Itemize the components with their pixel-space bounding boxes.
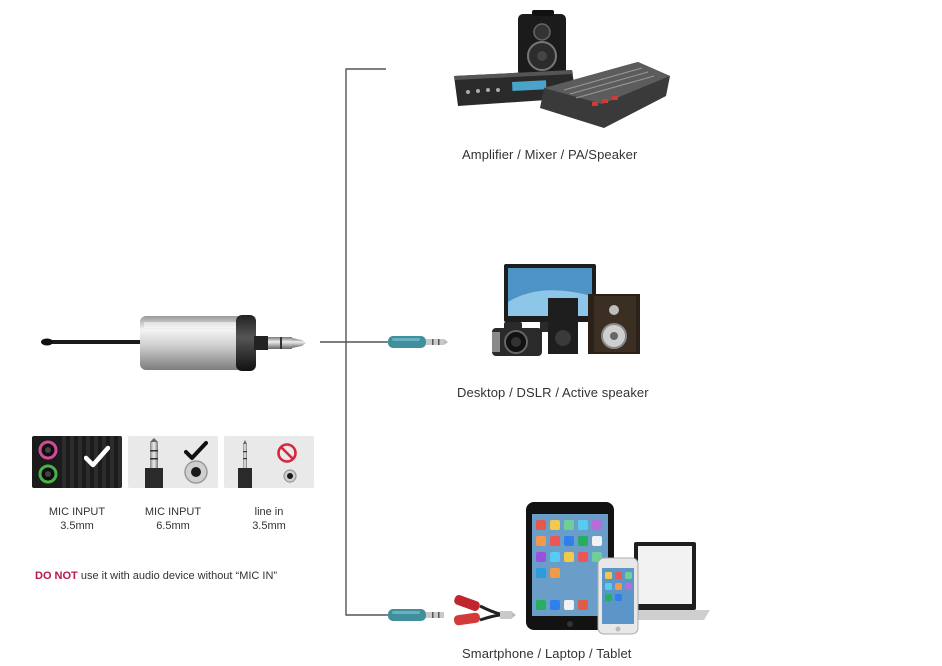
warning-text: DO NOT use it with audio device without … — [35, 570, 277, 582]
mic-input-65mm-tile — [128, 436, 218, 488]
amplifier-mixer-speaker-illustration — [454, 10, 670, 128]
check-icon — [184, 441, 208, 460]
adapter-splitter-illustration — [388, 594, 516, 626]
prohibited-icon — [277, 443, 297, 463]
mic-input-35mm-tile — [32, 436, 122, 488]
warning-message: use it with audio device without “MIC IN… — [77, 570, 278, 582]
adapter-35mm-illustration — [388, 336, 448, 348]
check-icon — [84, 445, 110, 468]
smartphone-caption: Smartphone / Laptop / Tablet — [462, 646, 632, 661]
smartphone-laptop-tablet-illustration — [526, 502, 710, 635]
desktop-caption: Desktop / DSLR / Active speaker — [457, 385, 649, 400]
desktop-dslr-speaker-illustration — [492, 264, 640, 356]
wireless-receiver-illustration — [41, 315, 306, 371]
amplifier-caption: Amplifier / Mixer / PA/Speaker — [462, 147, 638, 162]
line-in-35mm-tile — [224, 436, 314, 488]
warning-emphasis: DO NOT — [35, 570, 78, 582]
